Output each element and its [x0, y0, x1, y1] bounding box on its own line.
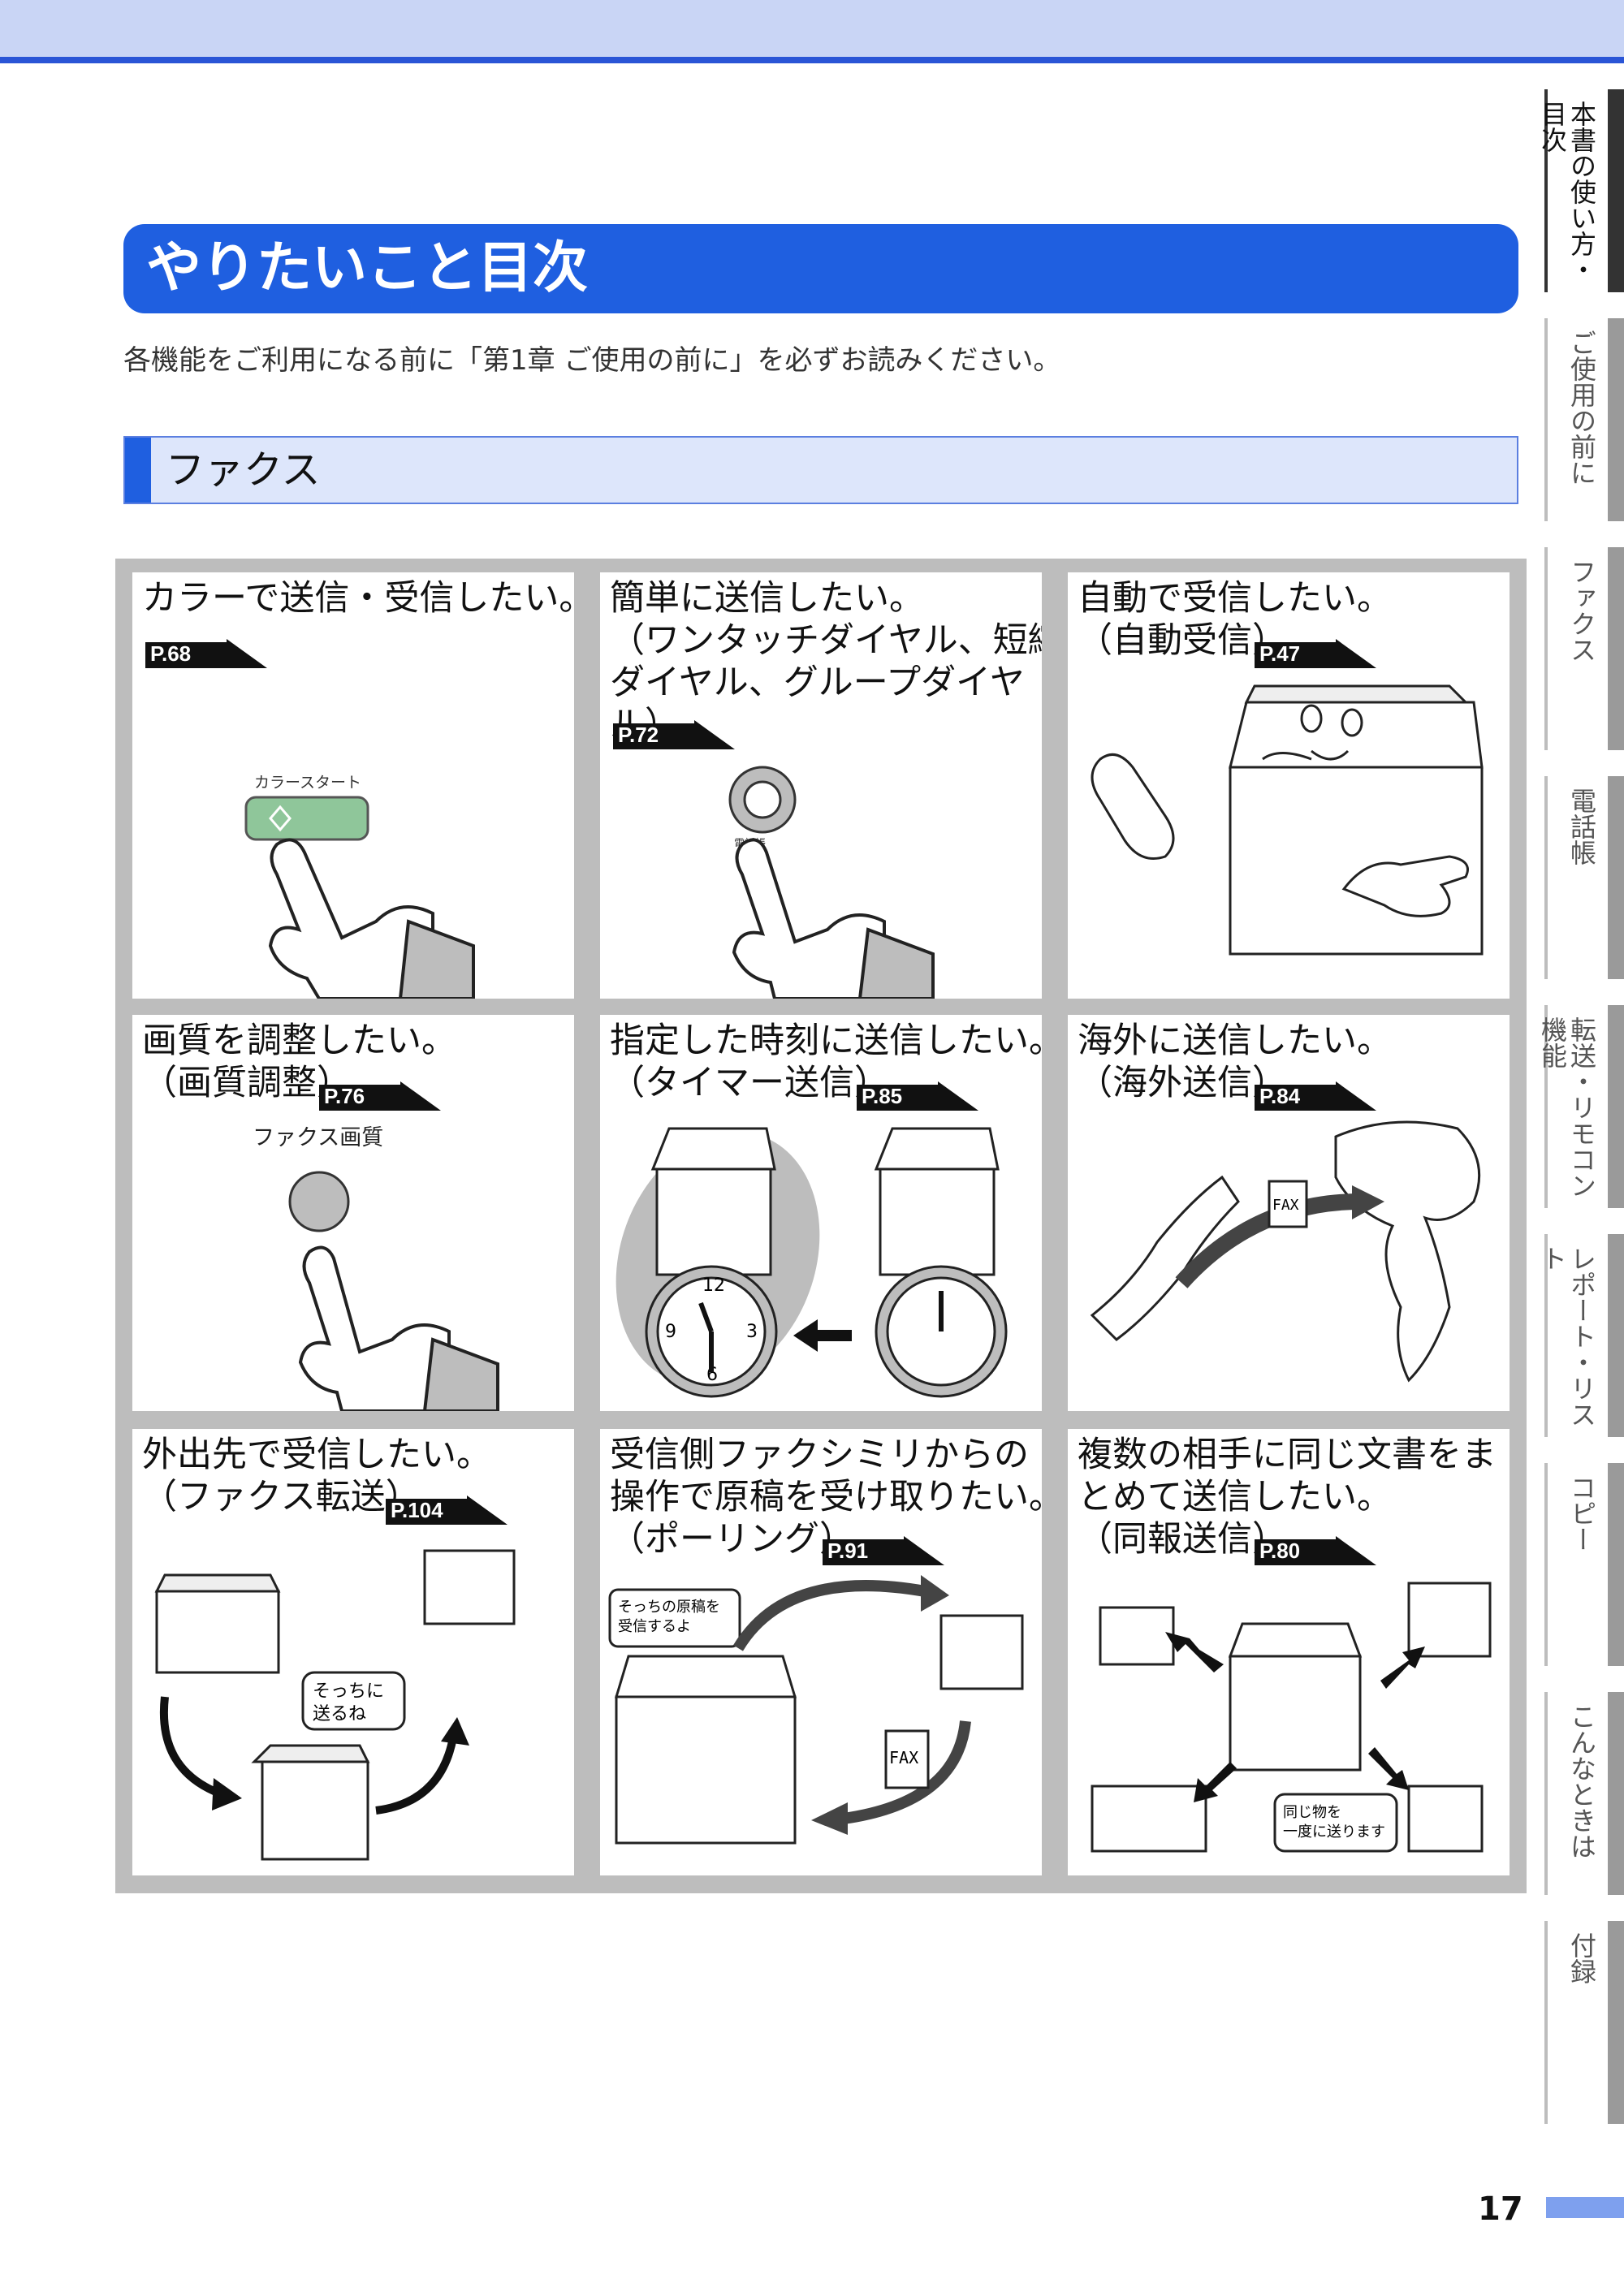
side-tab-fax[interactable]: ファクス	[1544, 547, 1624, 750]
svg-text:そっちに送るね: そっちに送るね	[313, 1681, 384, 1724]
side-tab-forward-remote[interactable]: 転送・リモコン機能	[1537, 1005, 1624, 1208]
page-ref-arrow-icon	[613, 720, 735, 749]
section-title: ファクス	[166, 447, 321, 493]
feature-title: 受信側ファクシミリからの 操作で原稿を受け取りたい。 （ポーリング）	[610, 1435, 1042, 1560]
feature-cell-fax-forward[interactable]: 外出先で受信したい。 （ファクス転送） P.104 そっちに送るね	[132, 1429, 574, 1875]
page-ref-link[interactable]: P.68	[145, 639, 267, 673]
svg-text:カラースタート: カラースタート	[254, 774, 361, 792]
timer-clocks-illustration: 12 3 6 9	[615, 1127, 1008, 1398]
page-ref-arrow-icon	[823, 1536, 944, 1565]
broadcast-illustration: 同じ物を一度に送ります	[1091, 1582, 1492, 1853]
feature-cell-color-fax[interactable]: カラーで送信・受信したい。 P.68 カラースタート	[132, 572, 574, 999]
page-ref-link[interactable]: P.47	[1255, 639, 1376, 673]
svg-text:FAX: FAX	[889, 1748, 918, 1767]
svg-text:9: 9	[665, 1322, 676, 1342]
page-ref-arrow-icon	[145, 639, 267, 668]
feature-title: 簡単に送信したい。 （ワンタッチダイヤル、短縮 ダイヤル、グループダイヤル）	[610, 578, 1042, 745]
page-title: やりたいこと目次	[123, 224, 1518, 313]
page-ref-link[interactable]: P.72	[613, 720, 735, 754]
top-rule	[0, 57, 1624, 63]
intro-text: 各機能をご利用になる前に「第1章 ご使用の前に」を必ずお読みください。	[123, 344, 1061, 377]
feature-cell-broadcast[interactable]: 複数の相手に同じ文書をま とめて送信したい。 （同報送信） P.80 同じ物を一…	[1068, 1429, 1510, 1875]
bubble-line-2: 送るね	[313, 1704, 366, 1724]
page-ref-arrow-icon	[386, 1495, 508, 1525]
feature-grid: カラーで送信・受信したい。 P.68 カラースタート 簡単に送信したい。 （ワン…	[115, 559, 1527, 1893]
page-ref-arrow-icon	[319, 1081, 441, 1111]
feature-title: 海外に送信したい。 （海外送信）	[1078, 1021, 1392, 1103]
world-map-illustration: FAX	[1090, 1120, 1481, 1383]
smiling-printer-illustration	[1091, 684, 1484, 956]
svg-text:FAX: FAX	[1272, 1197, 1299, 1214]
feature-cell-timer-send[interactable]: 指定した時刻に送信したい。 （タイマー送信） P.85 12 3 6 9	[600, 1015, 1042, 1411]
svg-text:そっちの原稿を受信するよ: そっちの原稿を受信するよ	[618, 1599, 720, 1635]
feature-cell-auto-receive[interactable]: 自動で受信したい。 （自動受信） P.47	[1068, 572, 1510, 999]
feature-cell-image-quality[interactable]: 画質を調整したい。 （画質調整） P.76 ファクス画質	[132, 1015, 574, 1411]
image-quality-button-illustration: ファクス画質	[253, 1125, 499, 1411]
top-band	[0, 0, 1624, 57]
feature-title: 指定した時刻に送信したい。 （タイマー送信）	[610, 1021, 1042, 1103]
page-ref-link[interactable]: P.91	[823, 1536, 944, 1570]
side-tab-copy[interactable]: コピー	[1544, 1463, 1624, 1666]
side-tab-before-use[interactable]: ご使用の前に	[1544, 318, 1624, 521]
feature-cell-overseas-send[interactable]: 海外に送信したい。 （海外送信） P.84 FAX	[1068, 1015, 1510, 1411]
page-ref-link[interactable]: P.104	[386, 1495, 508, 1530]
svg-text:3: 3	[746, 1322, 758, 1342]
side-tab-appendix[interactable]: 付録	[1544, 1921, 1624, 2124]
feature-title: 画質を調整したい。 （画質調整）	[142, 1021, 456, 1103]
side-tab-report-list[interactable]: レポート・リスト	[1537, 1234, 1624, 1437]
page-ref-arrow-icon	[1255, 1081, 1376, 1111]
polling-illustration: そっちの原稿を受信するよ FAX	[608, 1575, 1024, 1845]
page-ref-link[interactable]: P.80	[1255, 1536, 1376, 1570]
fax-forward-illustration: そっちに送るね	[154, 1549, 516, 1861]
page-ref-link[interactable]: P.85	[857, 1081, 978, 1116]
bubble-line-1: そっちに	[313, 1681, 384, 1702]
section-header: ファクス	[123, 436, 1518, 504]
page-ref-link[interactable]: P.84	[1255, 1081, 1376, 1116]
side-tab-troubleshooting[interactable]: こんなときは	[1544, 1692, 1624, 1895]
phonebook-button-illustration: 電話帳	[728, 766, 935, 999]
feature-title: 自動で受信したい。 （自動受信）	[1078, 578, 1392, 661]
page-ref-arrow-icon	[857, 1081, 978, 1111]
feature-title: 複数の相手に同じ文書をま とめて送信したい。 （同報送信）	[1078, 1435, 1497, 1560]
page-ref-link[interactable]: P.76	[319, 1081, 441, 1116]
section-marker	[125, 438, 151, 503]
feature-title: 外出先で受信したい。 （ファクス転送）	[142, 1435, 491, 1517]
side-tab-toc[interactable]: 本書の使い方・目次	[1537, 89, 1624, 292]
page-number-bar	[1546, 2197, 1624, 2218]
feature-cell-speed-dial[interactable]: 簡単に送信したい。 （ワンタッチダイヤル、短縮 ダイヤル、グループダイヤル） P…	[600, 572, 1042, 999]
page-ref-arrow-icon	[1255, 1536, 1376, 1565]
side-tab-phonebook[interactable]: 電話帳	[1544, 776, 1624, 979]
page-ref-arrow-icon	[1255, 639, 1376, 668]
svg-text:12: 12	[702, 1275, 725, 1296]
svg-text:同じ物を一度に送ります: 同じ物を一度に送ります	[1283, 1804, 1385, 1841]
feature-cell-polling[interactable]: 受信側ファクシミリからの 操作で原稿を受け取りたい。 （ポーリング） P.91 …	[600, 1429, 1042, 1875]
color-start-button-illustration: カラースタート	[244, 774, 475, 999]
feature-title: カラーで送信・受信したい。	[142, 578, 574, 619]
svg-text:ファクス画質: ファクス画質	[253, 1125, 383, 1150]
page-number: 17	[1478, 2190, 1523, 2228]
